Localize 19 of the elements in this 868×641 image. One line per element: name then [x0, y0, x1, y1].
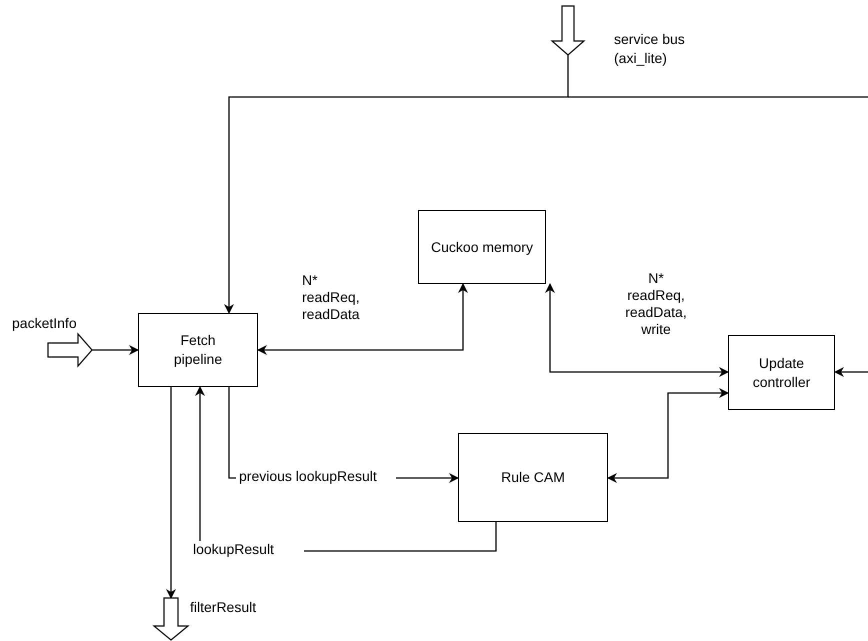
block-box: [728, 335, 835, 410]
edge-label: previous lookupResult: [236, 468, 396, 485]
signal-label: service bus (axi_lite): [614, 30, 686, 68]
connector-arrow: [607, 388, 729, 483]
block-label: Fetch pipeline: [172, 331, 224, 369]
connector-arrow: [257, 283, 468, 355]
connector-arrow: [567, 96, 868, 377]
signal-label: filterResult: [190, 598, 258, 617]
block-label: Update controller: [752, 354, 812, 392]
block-box: [138, 313, 258, 387]
connector-arrow: [545, 283, 729, 377]
block-label: Rule CAM: [501, 468, 565, 487]
connector-arrow: [92, 345, 139, 355]
connector-arrow: [224, 55, 569, 314]
signal-label: packetInfo: [12, 314, 78, 333]
connector-arrow: [166, 387, 176, 599]
block-box: [458, 433, 608, 522]
block-box: [418, 210, 546, 284]
block-label: Cuckoo memory: [431, 238, 533, 256]
